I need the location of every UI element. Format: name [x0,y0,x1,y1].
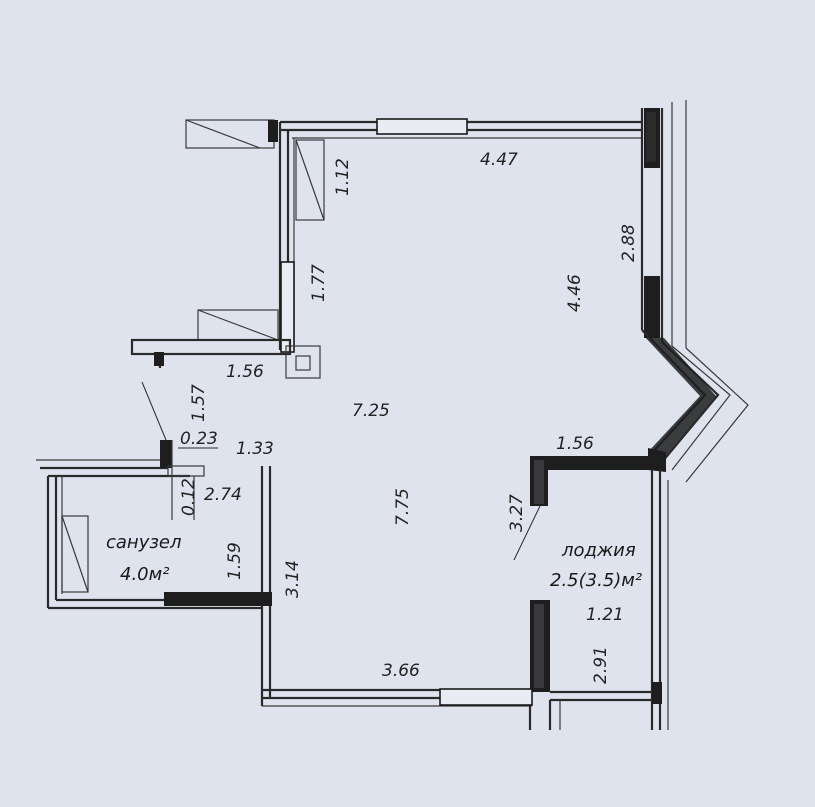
dim-1-56-top: 1.56 [226,362,264,382]
dim-4-46: 4.46 [565,274,585,312]
top-window [376,118,468,135]
dimension-labels: 4.47 1.12 2.88 4.46 1.77 1.56 1.57 7.25 … [179,150,639,684]
top-wall [280,118,642,139]
dim-2-74: 2.74 [204,485,242,505]
room-labels: санузел 4.0м² лоджия 2.5(3.5)м² [106,532,642,591]
loggia-area: 2.5(3.5)м² [550,570,642,591]
dim-7-75: 7.75 [393,488,413,526]
bottom-window [439,688,533,706]
dim-3-66: 3.66 [382,661,420,681]
bathroom-name: санузел [106,532,182,553]
dim-1-59: 1.59 [225,542,245,580]
left-window [280,261,295,353]
bay-diagonal [641,329,749,483]
bottom-wall [262,688,533,707]
dim-4-47: 4.47 [480,150,518,170]
dim-1-12: 1.12 [333,158,353,196]
left-upper-wall [278,122,321,379]
leader-lines [141,381,541,561]
dim-3-14: 3.14 [283,560,303,598]
dim-1-77: 1.77 [309,264,329,302]
dim-2-91: 2.91 [591,646,611,684]
dim-1-57: 1.57 [189,384,209,422]
dim-0-23: 0.23 [180,429,218,449]
dim-1-21: 1.21 [586,605,624,625]
left-lower-wall [260,466,272,706]
loggia-partition [530,448,666,506]
dim-1-33: 1.33 [236,439,274,459]
loggia-lower [528,600,652,730]
dim-1-56-mid: 1.56 [556,434,594,454]
loggia-name: лоджия [561,540,636,561]
bathroom-walls [36,440,272,610]
dim-0-12: 0.12 [179,478,199,516]
dim-2-88: 2.88 [619,224,639,262]
loggia-right-wall [650,470,669,730]
upper-left-block [185,119,325,221]
lower-stair-block [130,309,292,368]
dim-7-25: 7.25 [352,401,390,421]
right-wall-upper [640,100,687,348]
dim-3-27: 3.27 [507,494,527,532]
bathroom-area: 4.0м² [120,564,169,585]
